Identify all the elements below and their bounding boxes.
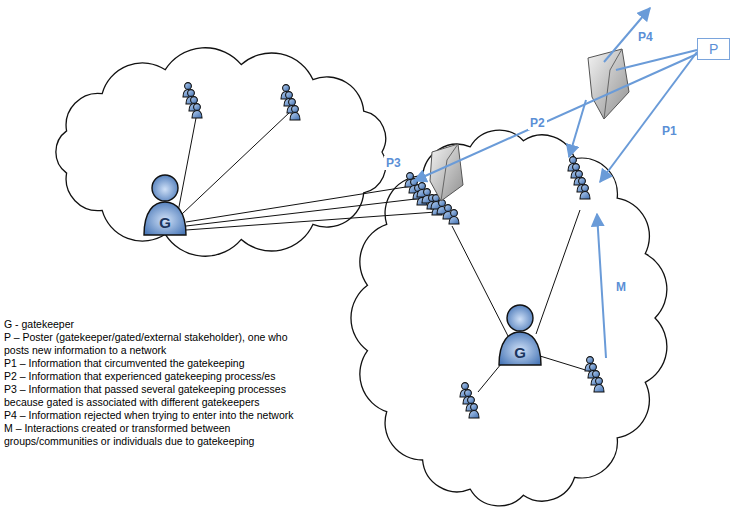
gate-filter [588,49,629,119]
person-head [576,171,583,178]
node-text: P [709,41,718,57]
flow-arrow [600,52,697,182]
legend-notes: G - gatekeeperP – Poster (gatekeeper/gat… [4,318,296,448]
person-head [424,189,431,196]
person-head [573,164,580,171]
gatekeeper-figure: G [497,330,543,366]
flow-arrow [414,54,697,181]
gatekeeper-head [507,305,533,331]
person-icon [594,378,604,392]
legend-note: P2 – Information that experienced gateke… [4,370,296,383]
node-text: G [514,336,526,361]
gatekeeper-heads [152,175,533,331]
flow-label: P4 [636,30,655,44]
flow-label: P2 [528,116,547,130]
person-head [188,90,195,97]
link-line [452,226,508,336]
interaction-label: M [614,280,628,294]
person-icon [449,210,459,224]
person-head [570,157,577,164]
legend-note: P4 – Information rejected when trying to… [4,409,296,422]
gatekeeper-links [178,112,592,392]
flow-arrow [597,214,606,358]
person-head [289,99,296,106]
person-head [419,183,426,190]
person-head [451,210,458,217]
link-line [540,356,592,372]
person-head [465,390,472,397]
person-head [593,371,600,378]
poster-box: P [697,38,730,60]
person-body [449,217,459,225]
person-head [582,185,589,192]
person-body [469,411,479,419]
legend-note: P1 – Information that circumvented the g… [4,357,296,370]
person-head [596,378,603,385]
person-icon [469,404,479,418]
person-head [283,85,290,92]
person-body [192,111,202,119]
person-head [185,83,192,90]
gatekeeper-body-shape [144,202,186,235]
link-line [182,112,290,214]
person-head [471,404,478,411]
node-text: G [159,206,171,231]
link-line [536,210,580,334]
gatekeeper-figure: G [142,200,188,236]
network-cloud [56,48,386,256]
person-icon [580,185,590,199]
person-head [194,104,201,111]
gatekeeper-body-shape [499,332,541,365]
legend-note: P3 – Information that passed several gat… [4,383,296,409]
person-icon [290,106,300,120]
network-cloud [351,130,667,506]
information-flows [414,8,697,358]
person-head [286,92,293,99]
person-body [290,113,300,121]
legend-note: M – Interactions created or transformed … [4,422,296,448]
person-body [580,192,590,200]
legend-note: G - gatekeeper [4,318,296,331]
person-head [579,178,586,185]
person-head [462,383,469,390]
person-head [407,173,414,180]
flow-label: P1 [660,124,679,138]
person-head [468,397,475,404]
gate-filters [430,49,629,201]
flow-label: P3 [384,156,403,170]
legend-note: P – Poster (gatekeeper/gated/external st… [4,331,296,357]
person-body [594,385,604,393]
link-line [186,212,436,230]
gate-filter-fold [441,144,458,201]
person-head [590,364,597,371]
people-groups [183,83,604,418]
person-icon [192,104,202,118]
gatekeeper-head [152,175,178,201]
person-head [292,106,299,113]
person-head [191,97,198,104]
person-head [587,357,594,364]
person-head [445,205,452,212]
link-line [178,118,196,212]
